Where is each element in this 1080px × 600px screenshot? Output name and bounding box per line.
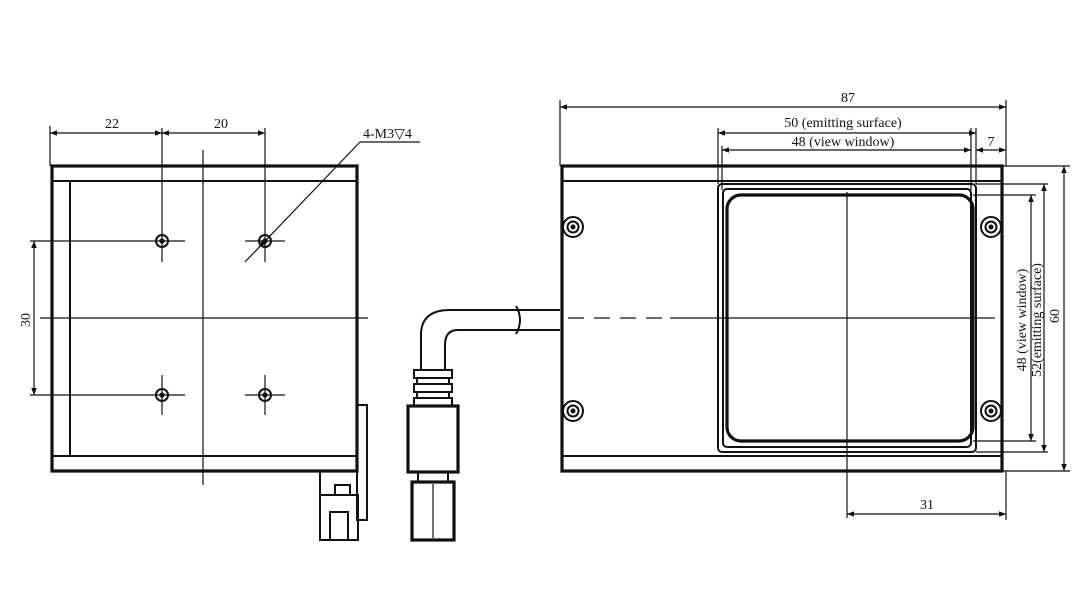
m3-hole [258, 388, 272, 402]
cable-break-mark [515, 305, 521, 335]
dim-label-60-vertical: 60 [1048, 309, 1063, 323]
left-view: 22 20 30 4-M3▽4 [19, 117, 420, 541]
mounting-screw [562, 216, 584, 238]
bottom-connector-bracket [319, 404, 368, 541]
m3-hole [155, 388, 169, 402]
dim-label-52-vertical: 52(emitting surface) [1030, 263, 1045, 377]
dim-label-50: 50 (emitting surface) [784, 116, 902, 131]
right-housing-outline [560, 164, 1004, 473]
dim-label-7: 7 [988, 135, 995, 150]
dim-label-20: 20 [214, 117, 228, 132]
cable-outer-line [420, 309, 520, 370]
callout-arrow [258, 237, 269, 248]
dim-label-48: 48 (view window) [792, 135, 895, 150]
dim-label-31: 31 [920, 498, 934, 513]
cable-assembly [406, 305, 560, 542]
dim-label-48-vertical: 48 (view window) [1015, 268, 1030, 371]
right-view: 87 50 (emitting surface) 48 (view window… [559, 91, 1070, 520]
connector-plug [410, 480, 456, 542]
m3-hole [155, 234, 169, 248]
mounting-screw [980, 216, 1002, 238]
cable-strain-relief [413, 369, 453, 407]
dim-label-30: 30 [19, 313, 34, 327]
thread-callout-label: 4-M3▽4 [363, 127, 412, 142]
connector-body [406, 404, 460, 474]
mounting-screw [562, 400, 584, 422]
mounting-screw [980, 400, 1002, 422]
dim-label-22: 22 [105, 117, 119, 132]
cable-inner-line [444, 329, 520, 370]
dim-label-87: 87 [841, 91, 855, 106]
